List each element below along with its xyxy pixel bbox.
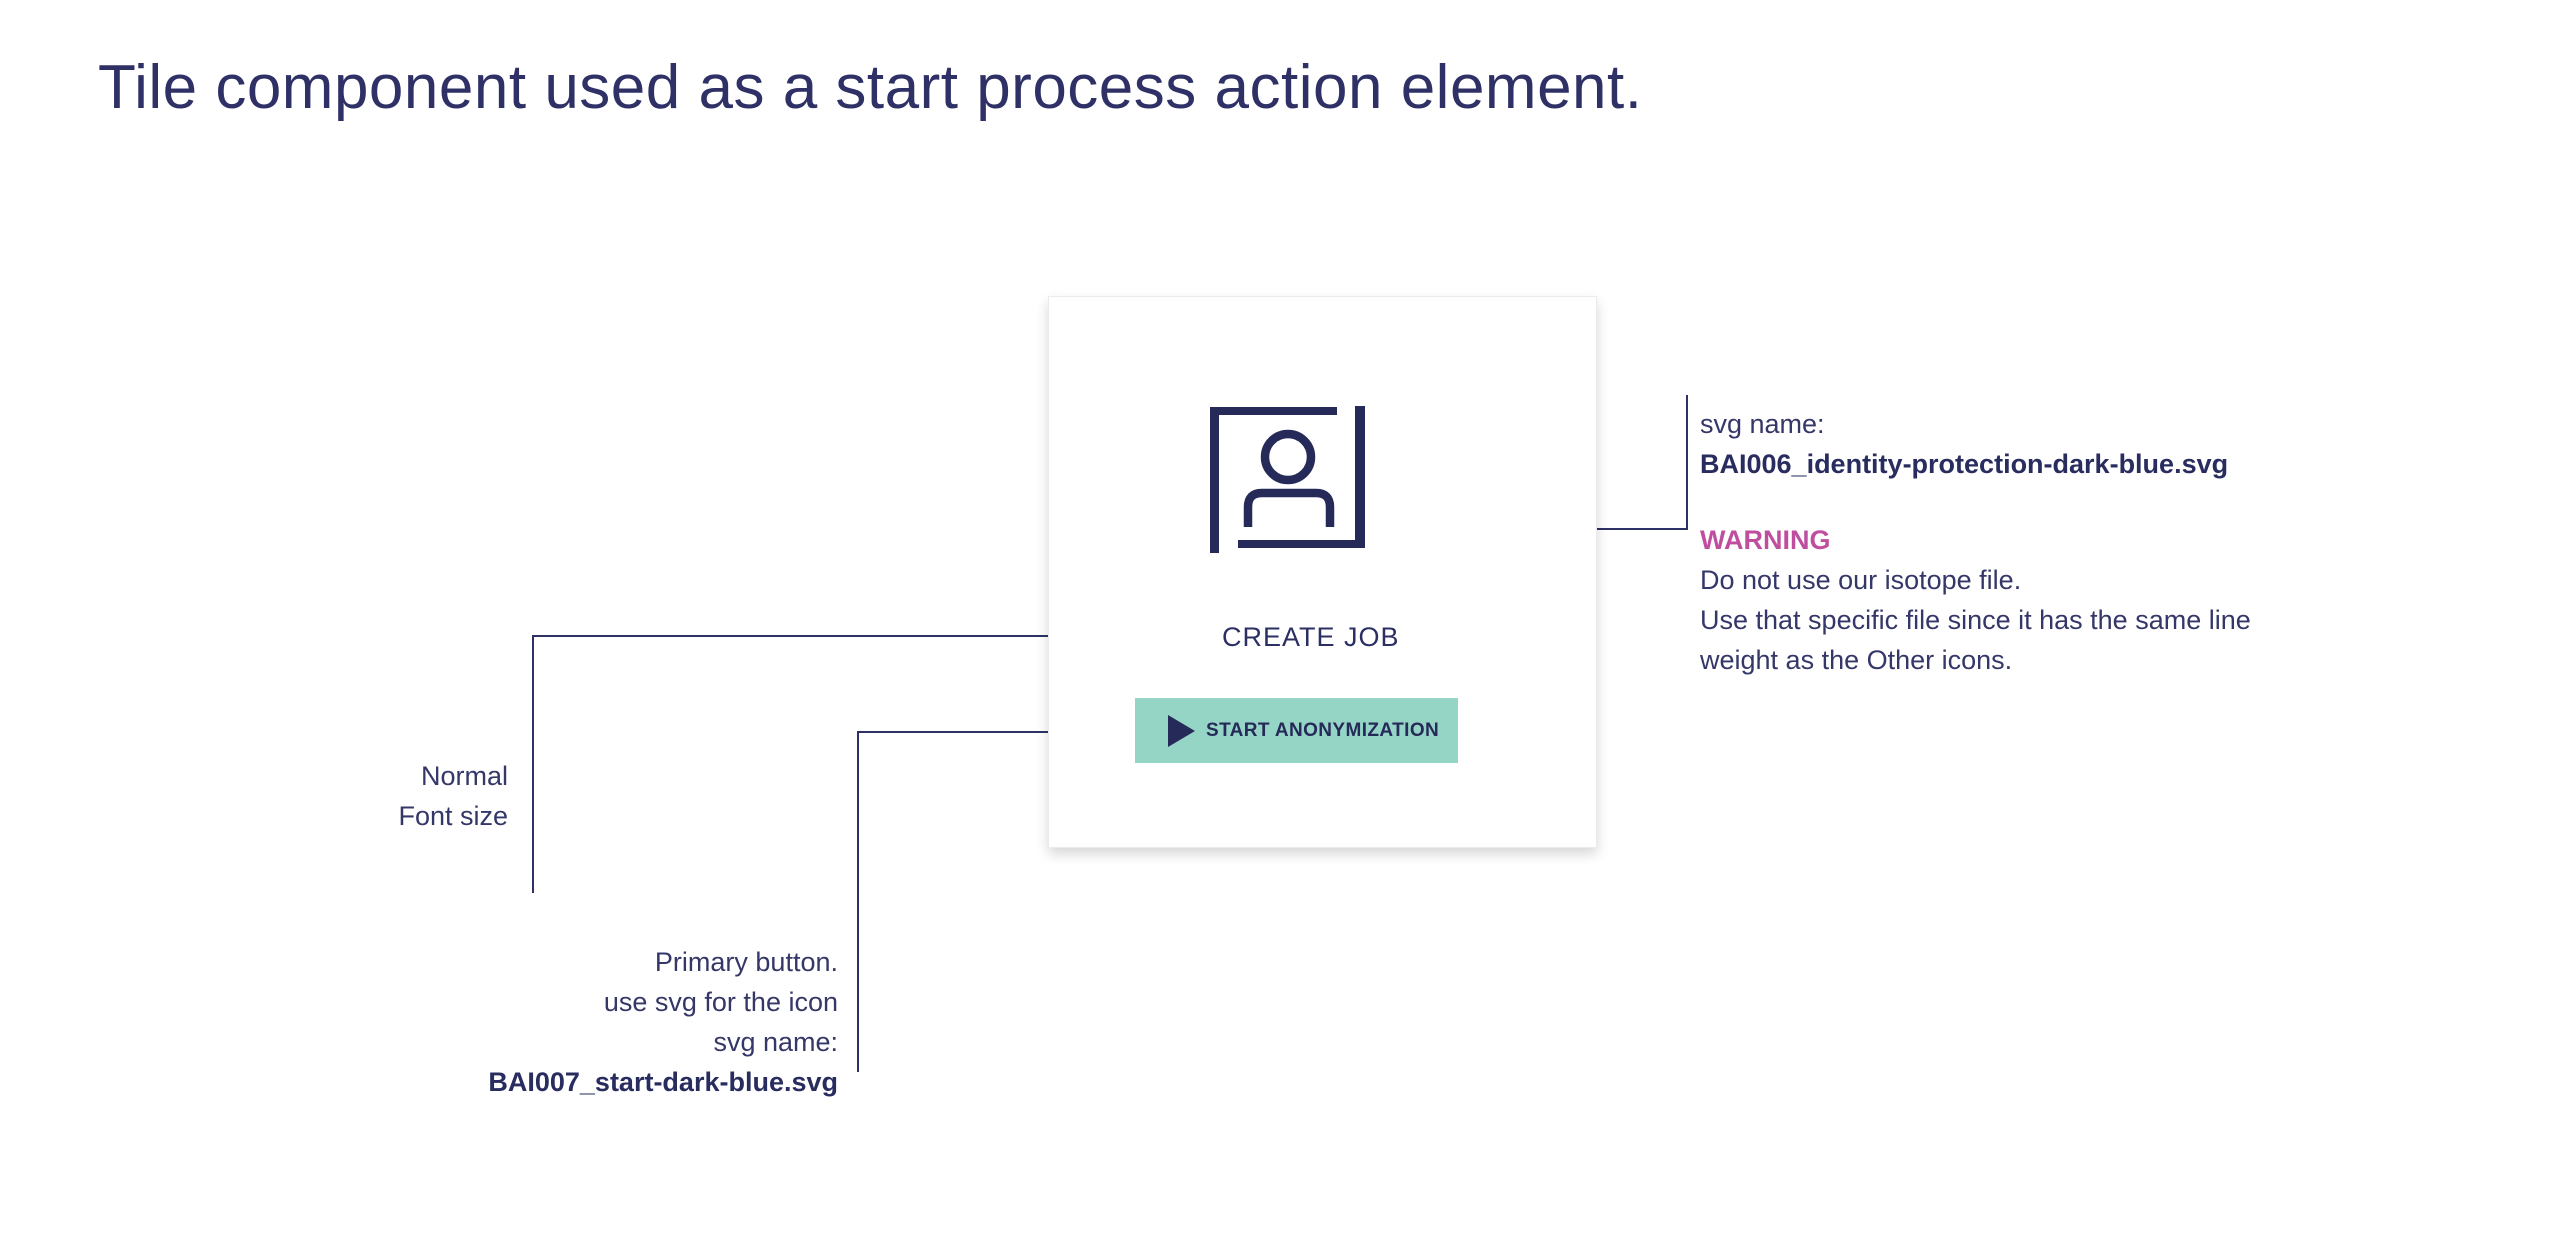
icon-annotation: svg name: BAI006_identity-protection-dar… [1700,404,2440,680]
button-svg-filename: BAI007_start-dark-blue.svg [488,1067,838,1097]
label-annotation-line: Normal [420,761,508,791]
leader-line-label-horizontal [532,635,1192,637]
warning-line: Do not use our isotope file. [1700,565,2022,595]
warning-title: WARNING [1700,525,1831,555]
warning-line: Use that specific file since it has the … [1700,605,2251,635]
page-title: Tile component used as a start process a… [98,53,1643,122]
leader-line-label-vertical [532,635,534,893]
warning-line: weight as the Other icons. [1700,645,2013,675]
identity-protection-icon [1210,406,1365,553]
button-annotation: Primary button. use svg for the icon svg… [338,942,838,1102]
play-icon [1168,714,1195,747]
icon-annotation-intro: svg name: [1700,409,1825,439]
label-annotation: Normal Font size [258,756,508,836]
start-anonymization-button[interactable]: START ANONYMIZATION [1135,698,1458,763]
icon-svg-filename: BAI006_identity-protection-dark-blue.svg [1700,449,2229,479]
start-anonymization-button-label: START ANONYMIZATION [1206,719,1440,741]
button-annotation-line: Primary button. [654,947,838,977]
leader-line-button-horizontal [857,731,1158,733]
tile-label: CREATE JOB [1222,622,1400,652]
leader-line-icon-vertical [1686,395,1688,530]
button-annotation-line: use svg for the icon [603,987,838,1017]
leader-line-button-vertical [857,731,859,1072]
button-annotation-line: svg name: [713,1027,838,1057]
label-annotation-line: Font size [398,801,508,831]
tile-card[interactable] [1048,296,1597,848]
spacer [1700,484,2440,520]
